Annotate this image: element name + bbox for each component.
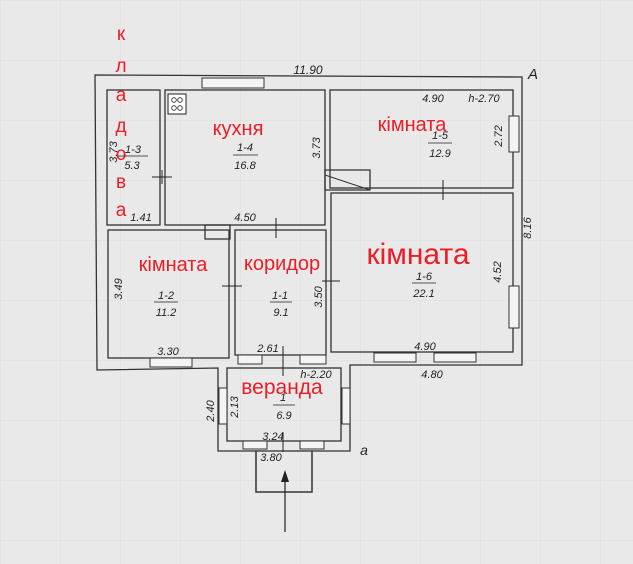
pantry-letter: в xyxy=(116,172,126,193)
room-id: 1-6 xyxy=(416,271,433,283)
corner-label-a: a xyxy=(360,442,368,458)
room-area: 11.2 xyxy=(156,307,177,319)
corner-label-A: A xyxy=(527,66,538,83)
entry-arrowhead-icon xyxy=(281,470,289,482)
room-1-4-outline xyxy=(164,89,326,226)
room-area: 22.1 xyxy=(412,288,434,300)
overall-width: 11.90 xyxy=(293,63,322,77)
room-1-3-outline xyxy=(106,89,161,226)
door-marks xyxy=(152,170,444,452)
room-area: 9.1 xyxy=(273,307,288,319)
ceiling-height: h-2.70 xyxy=(468,93,500,105)
dimension: 3.24 xyxy=(262,431,283,443)
dimension: 3.73 xyxy=(311,136,323,158)
dimension: 4.50 xyxy=(234,212,256,224)
dimension: 4.90 xyxy=(422,93,444,105)
dimension: 1.41 xyxy=(130,212,151,224)
pantry-letter: л xyxy=(115,56,126,77)
room-area: 16.8 xyxy=(234,160,256,172)
room-1-1-outline xyxy=(234,229,327,356)
room-area: 12.9 xyxy=(429,148,450,160)
room-id: 1-4 xyxy=(237,142,253,154)
boiler-icon xyxy=(204,224,231,240)
room-id: 1 xyxy=(280,392,286,404)
pantry-letter: к xyxy=(117,24,126,45)
dimension: 3.49 xyxy=(113,278,125,299)
dimension: 4.90 xyxy=(414,341,436,353)
room-area: 5.3 xyxy=(124,160,140,172)
pantry-letter: д xyxy=(115,116,126,137)
dimension: 2.13 xyxy=(229,395,241,418)
dimension: 2.61 xyxy=(256,343,278,355)
dimension: 3.80 xyxy=(260,452,282,464)
room-label-veranda: веранда xyxy=(241,376,323,399)
dimension: 2.72 xyxy=(493,125,505,147)
room-id: 1-1 xyxy=(272,290,288,302)
dimension: 3.50 xyxy=(313,285,325,307)
room-id: 1-3 xyxy=(125,144,142,156)
stove-icon xyxy=(167,93,187,115)
pantry-letter: а xyxy=(116,200,127,221)
overall-depth: 8.16 xyxy=(522,216,534,238)
room-label-kitchen: кухня xyxy=(213,118,264,140)
pantry-letter: а xyxy=(116,85,127,106)
porch-outline xyxy=(255,450,313,493)
dimension: 3.30 xyxy=(157,346,179,358)
room-1-6-outline xyxy=(330,192,514,353)
dimension: 4.80 xyxy=(421,369,443,381)
dimension: 2.40 xyxy=(205,399,217,422)
room-label-1-6: кімната xyxy=(366,238,469,271)
stair-line xyxy=(324,174,371,191)
dimension: 4.52 xyxy=(492,261,504,282)
ceiling-height: h-2.20 xyxy=(300,369,332,381)
room-area: 6.9 xyxy=(276,410,291,422)
pantry-label-vertical: к л а д о в а xyxy=(115,24,126,221)
room-label-corridor: коридор xyxy=(244,253,320,275)
room-id: 1-5 xyxy=(432,130,449,142)
pantry-letter: о xyxy=(116,144,127,165)
windows xyxy=(149,77,520,450)
room-label-1-5: кімната xyxy=(378,114,448,136)
room-id: 1-2 xyxy=(158,290,174,302)
dimension: 3.73 xyxy=(108,140,120,162)
room-label-1-2: кімната xyxy=(139,254,209,276)
stove-burners-icon xyxy=(171,97,183,111)
